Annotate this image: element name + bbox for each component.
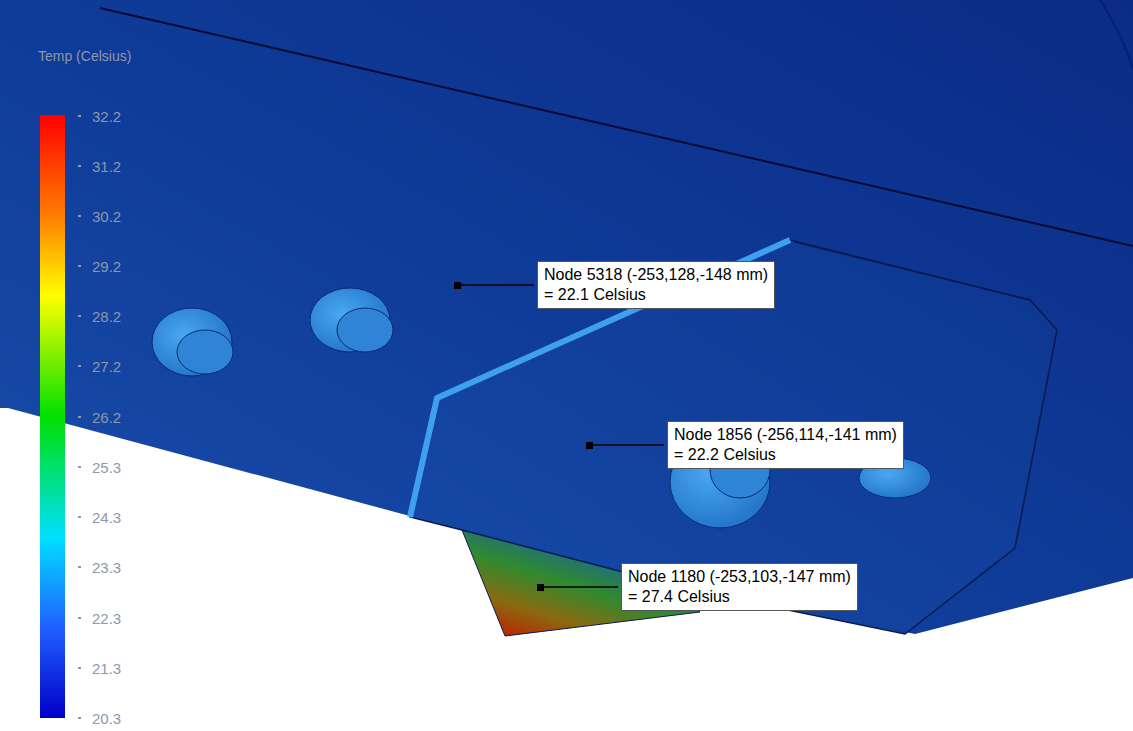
node-coordinates: Node 1856 (-256,114,-141 mm)	[674, 425, 897, 445]
scale-value: 20.3	[92, 710, 121, 727]
scale-value: 23.3	[92, 559, 121, 576]
legend-title: Temp (Celsius)	[38, 48, 131, 64]
node-coordinates: Node 5318 (-253,128,-148 mm)	[544, 265, 768, 285]
temperature-value: = 22.1 Celsius	[544, 285, 768, 305]
probe-callout: Node 5318 (-253,128,-148 mm)= 22.1 Celsi…	[537, 261, 775, 309]
node-coordinates: Node 1180 (-253,103,-147 mm)	[628, 567, 851, 587]
scale-value: 31.2	[92, 158, 121, 175]
scale-value: 21.3	[92, 660, 121, 677]
probe-callout: Node 1180 (-253,103,-147 mm)= 27.4 Celsi…	[621, 563, 858, 611]
scale-value: 25.3	[92, 459, 121, 476]
scale-value: 28.2	[92, 308, 121, 325]
scale-value: 30.2	[92, 208, 121, 225]
scale-value: 32.2	[92, 108, 121, 125]
scale-value: 26.2	[92, 409, 121, 426]
scale-value: 22.3	[92, 610, 121, 627]
scale-value: 27.2	[92, 358, 121, 375]
scale-value: 24.3	[92, 509, 121, 526]
temperature-value: = 27.4 Celsius	[628, 587, 851, 607]
probe-callout: Node 1856 (-256,114,-141 mm)= 22.2 Celsi…	[667, 421, 904, 469]
temperature-value: = 22.2 Celsius	[674, 445, 897, 465]
scale-value: 29.2	[92, 258, 121, 275]
